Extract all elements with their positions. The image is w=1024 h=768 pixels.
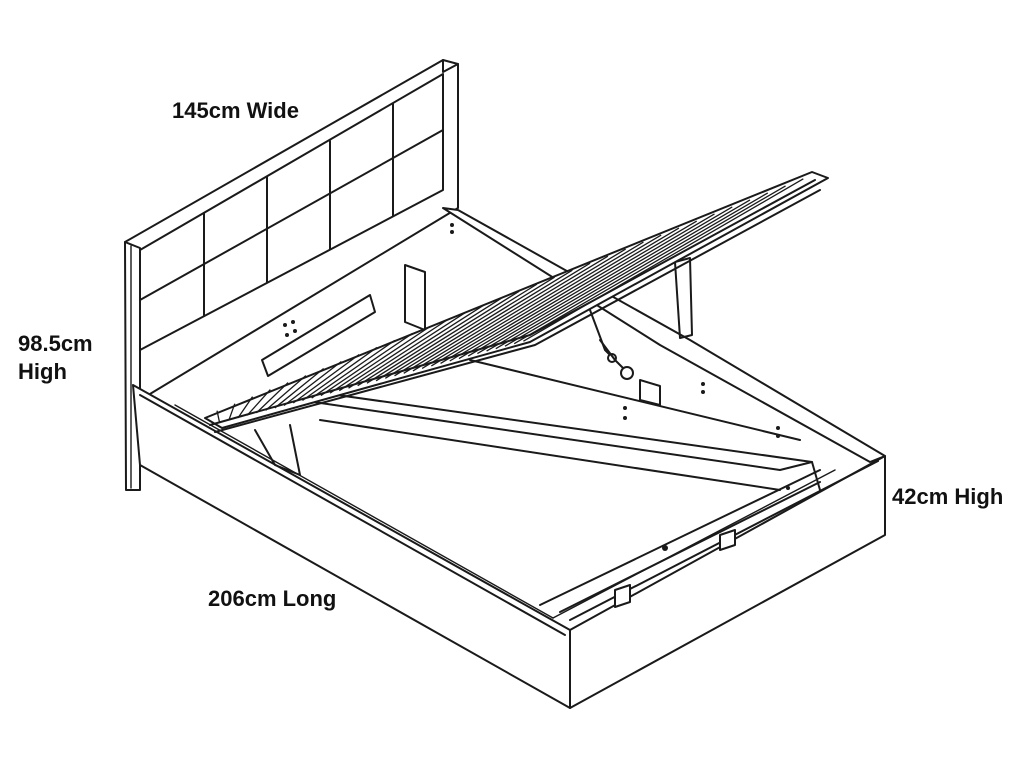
slat [440, 241, 644, 365]
headboard-height-value: 98.5cm [18, 331, 93, 356]
lifted-slat-platform [204, 171, 829, 476]
slat [366, 297, 502, 384]
slat [348, 311, 467, 389]
slat [504, 192, 769, 347]
slat [513, 185, 786, 345]
headboard-panel [139, 73, 444, 351]
storage-base [132, 207, 886, 709]
slat [283, 360, 342, 406]
slat [486, 206, 733, 352]
slat [216, 410, 221, 423]
headboard-height-dimension-label: 98.5cm High [18, 330, 93, 385]
slat [357, 304, 484, 387]
length-dimension-label: 206cm Long [208, 586, 337, 611]
base-left-side [132, 384, 571, 709]
headboard-height-unit: High [18, 358, 67, 384]
width-dimension-label: 145cm Wide [172, 98, 299, 123]
slat [255, 382, 289, 414]
slat [384, 283, 538, 379]
slat [265, 375, 307, 411]
slat [431, 248, 626, 367]
slat [467, 220, 698, 357]
slat [495, 199, 751, 350]
slat [246, 389, 271, 416]
slat [403, 269, 573, 374]
slat [302, 346, 378, 402]
slat [421, 255, 609, 369]
slat [449, 234, 662, 362]
slat [523, 178, 804, 342]
slat [412, 262, 591, 372]
slat [311, 339, 396, 399]
slat [274, 368, 325, 409]
slat [329, 325, 431, 394]
slat [228, 403, 236, 421]
base-height-dimension-label: 42cm High [892, 484, 1004, 509]
slat [320, 332, 413, 397]
slat [292, 353, 360, 404]
slat [477, 213, 715, 355]
slat [394, 276, 555, 377]
headboard [124, 59, 459, 491]
slat [375, 290, 520, 382]
base-foot-end [569, 455, 886, 709]
slats [216, 178, 804, 423]
slat [458, 227, 680, 360]
slat [237, 396, 254, 419]
slat [338, 318, 449, 392]
